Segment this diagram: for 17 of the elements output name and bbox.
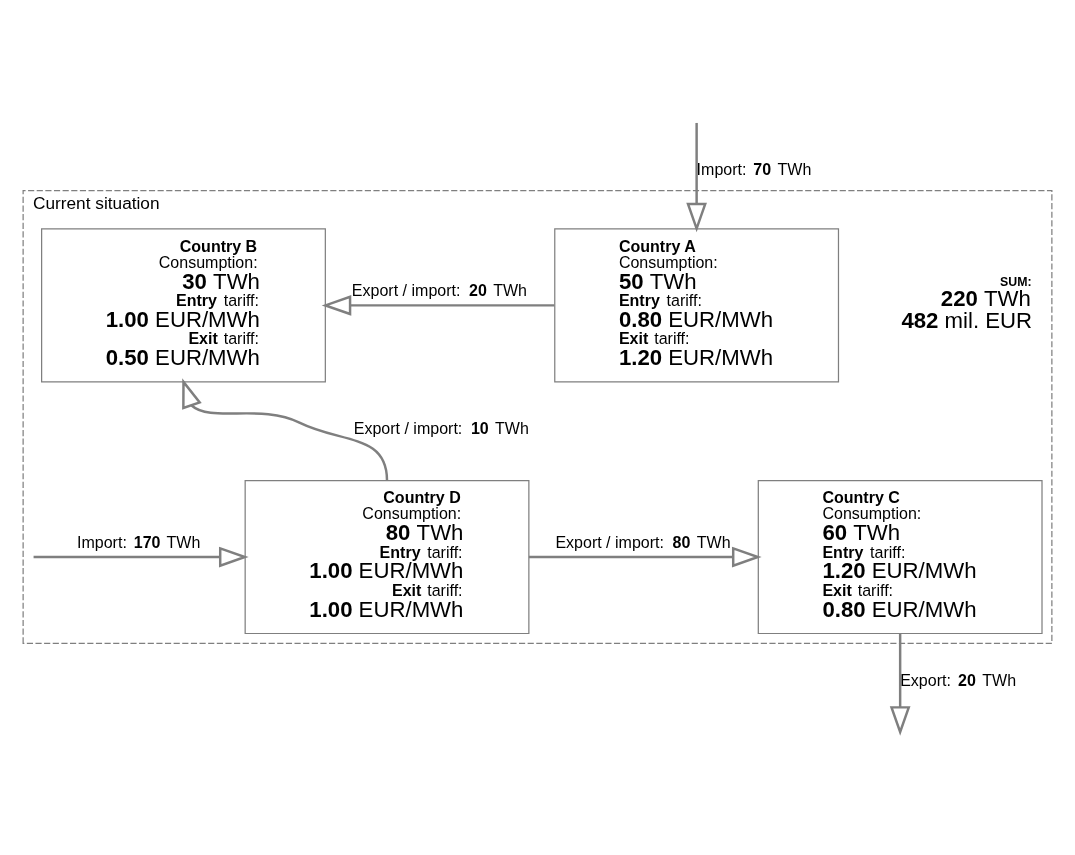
edge-label: Export / import: 20 TWh xyxy=(351,281,528,300)
arrow xyxy=(528,546,762,568)
edge-label: Export / import: 80 TWh xyxy=(555,532,731,551)
arrow xyxy=(321,295,555,316)
node-box: Country C Consumption: 60 TWh Entry tariff: 1.20 EUR/MWh Exit tariff: 0.80 EUR/MWh xyxy=(757,479,1043,635)
node-box: Country A Consumption: 50 TWh Entry tariff: 0.80 EUR/MWh Exit tariff: 1.20 EUR/MWh xyxy=(554,228,840,383)
arrow xyxy=(182,378,389,481)
arrow xyxy=(889,633,911,736)
node-box: Country B Consumption: 30 TWh Entry tariff: 1.00 EUR/MWh Exit tariff: 0.50 EUR/MWh xyxy=(41,228,326,383)
edge-label: Import: 70 TWh xyxy=(696,160,812,179)
arrow xyxy=(33,546,249,568)
label: 482 mil. EUR xyxy=(901,308,1033,334)
node-box: Country D Consumption: 80 TWh Entry tariff: 1.00 EUR/MWh Exit tariff: 1.00 EUR/MWh xyxy=(244,479,530,635)
edge-label: Import: 170 TWh xyxy=(77,532,201,551)
edge-label: Export: 20 TWh xyxy=(900,670,1017,689)
arrow xyxy=(686,122,707,233)
edge-label: Export / import: 10 TWh xyxy=(353,419,529,438)
